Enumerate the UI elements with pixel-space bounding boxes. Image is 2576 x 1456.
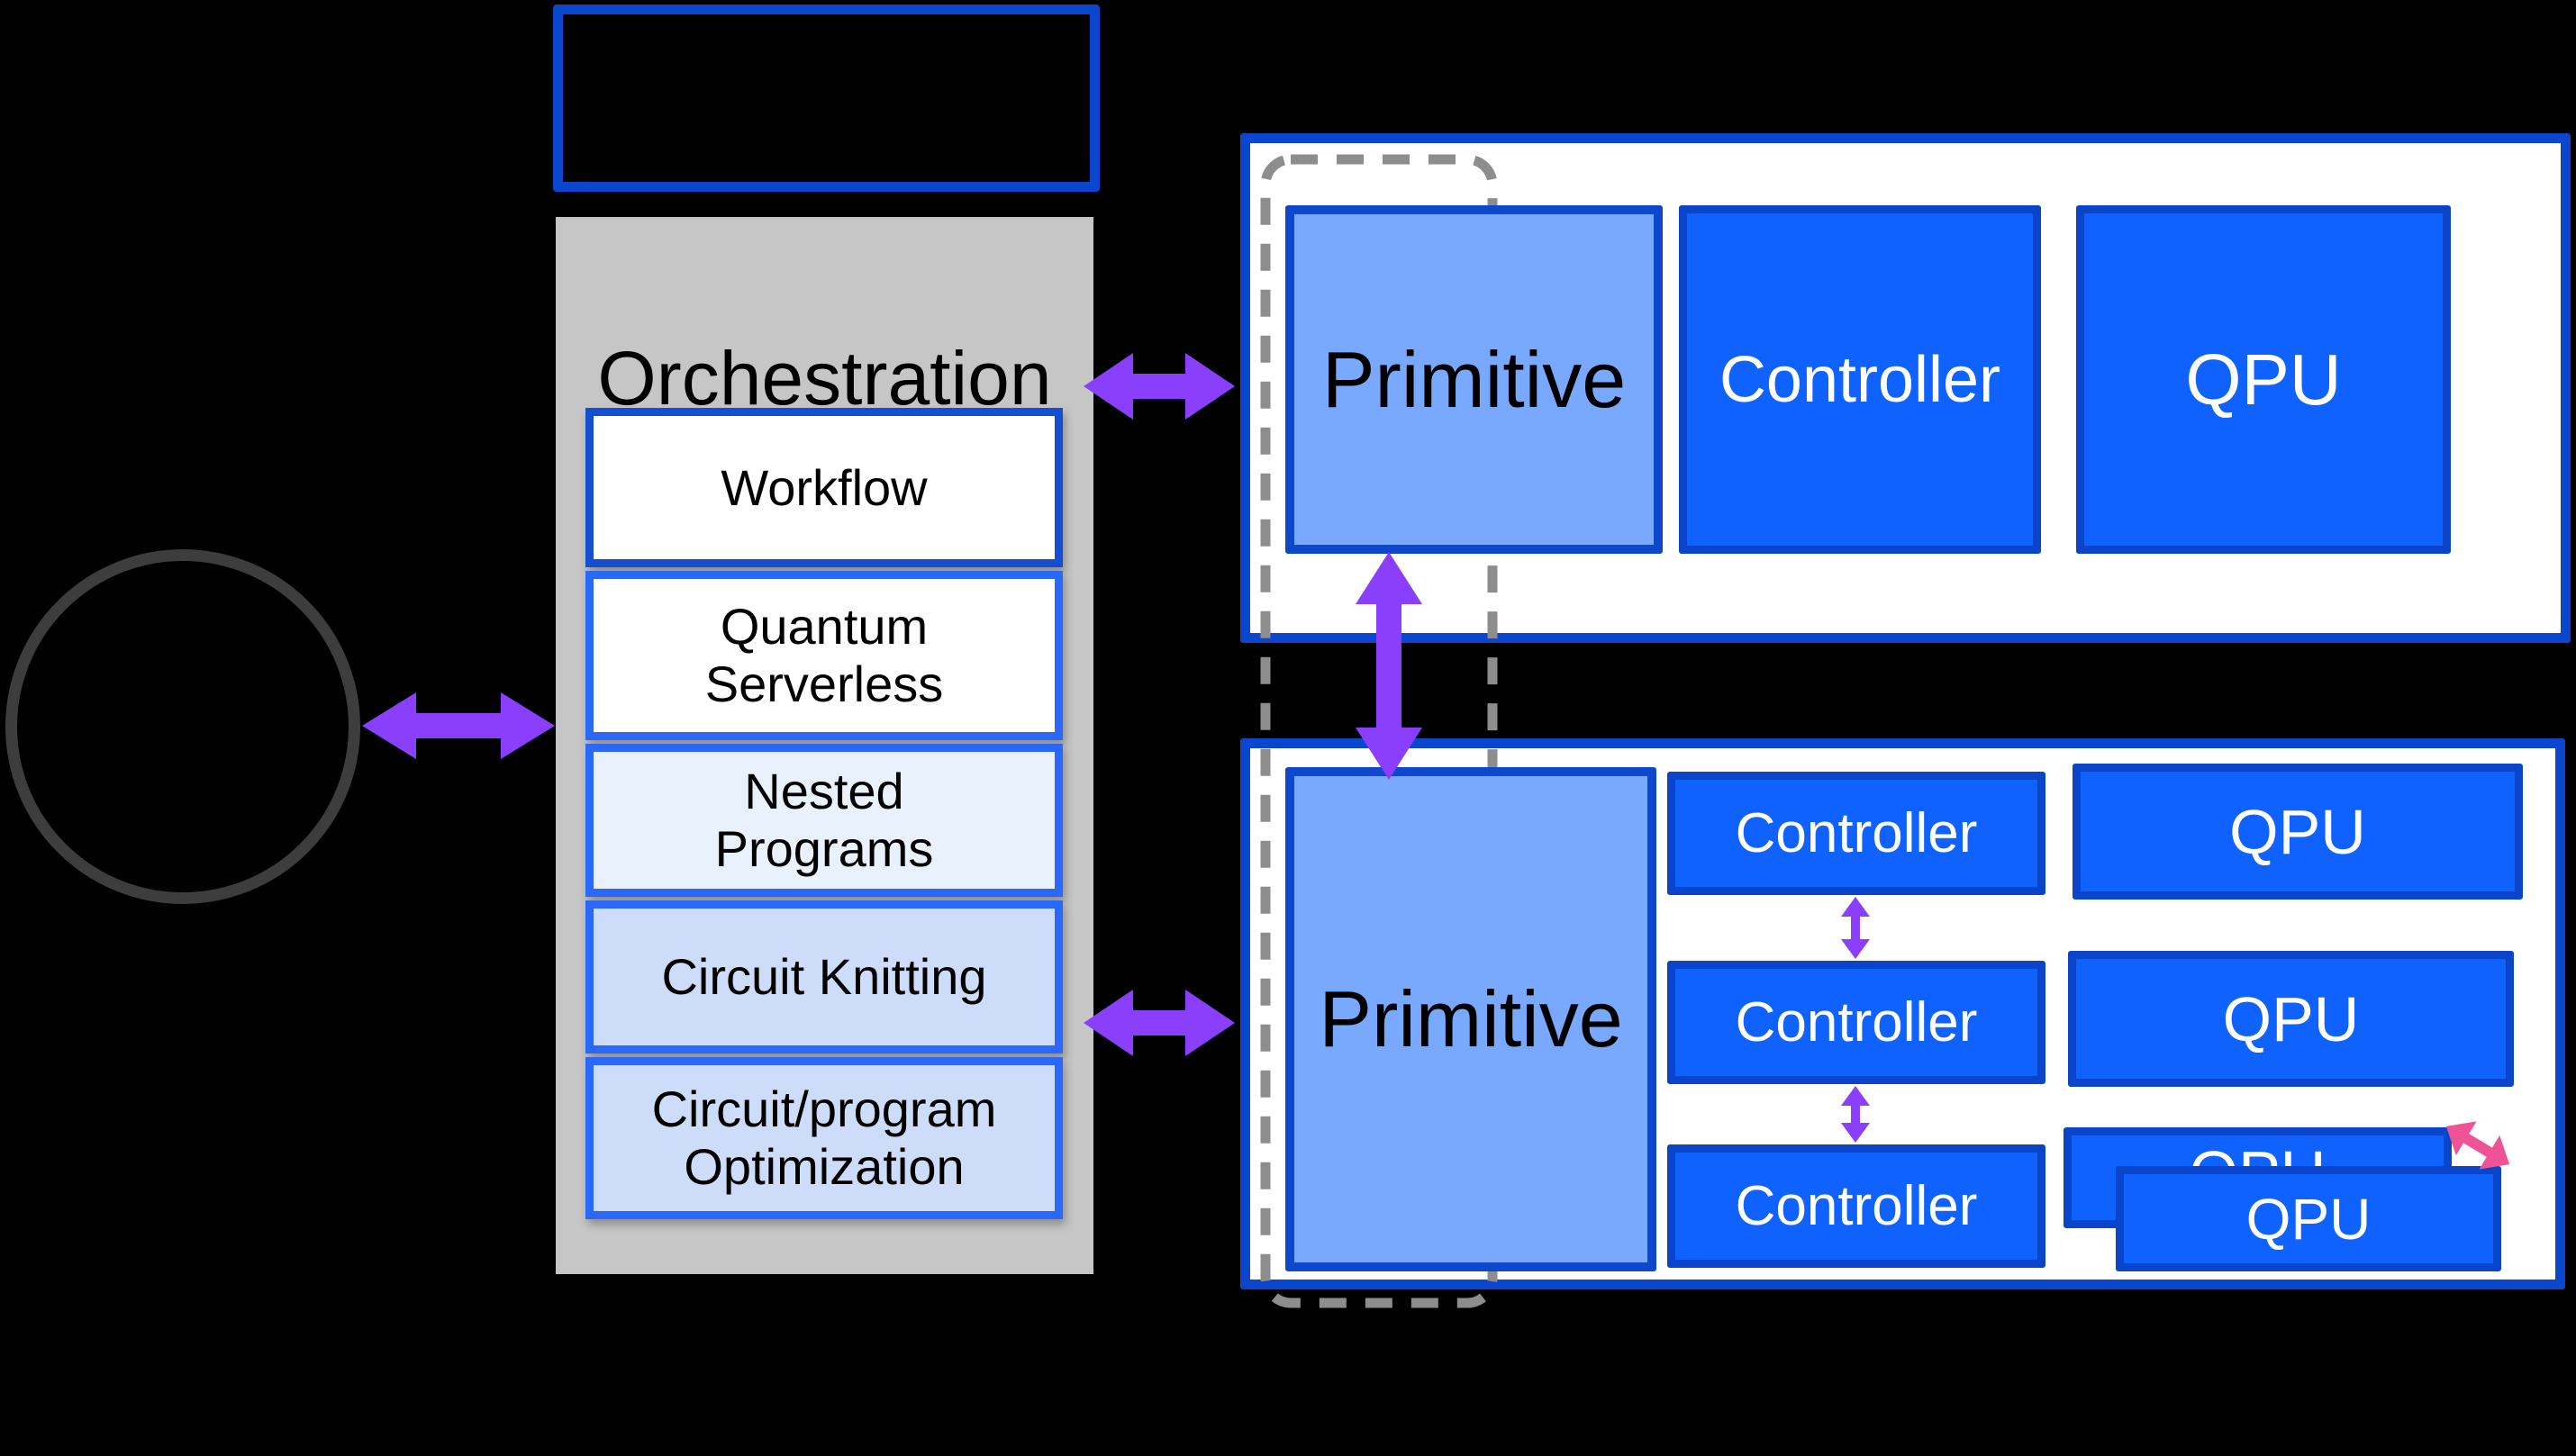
- legend-box: [553, 5, 1100, 192]
- orchestration-item-label: Circuit/program Optimization: [651, 1081, 997, 1195]
- arrow-orchestration-to-runtime-bottom: [1084, 990, 1235, 1056]
- controller-box-top: Controller: [1679, 205, 2041, 554]
- qpu-label: QPU: [2185, 339, 2342, 420]
- arrow-orchestration-to-runtime-top: [1084, 353, 1235, 420]
- orchestration-item-nested-programs: Nested Programs: [585, 744, 1063, 897]
- orchestration-item-circuit-knitting: Circuit Knitting: [585, 900, 1063, 1054]
- orchestration-title: Orchestration: [597, 336, 1052, 421]
- arrow-primitive-to-primitive: [1356, 552, 1422, 780]
- qpu-label: QPU: [2229, 796, 2366, 867]
- primitive-label: Primitive: [1321, 334, 1627, 424]
- orchestration-item-workflow: Workflow: [585, 408, 1063, 567]
- qpu-label: QPU: [2245, 1186, 2372, 1252]
- primitive-box-bottom: Primitive: [1285, 767, 1656, 1271]
- orchestration-item-quantum-serverless: Quantum Serverless: [585, 571, 1063, 740]
- orchestration-item-label: Quantum Serverless: [704, 598, 944, 712]
- user-circle: [5, 549, 360, 904]
- arrow-controller-link-2: [1841, 1086, 1870, 1143]
- controller-label: Controller: [1719, 343, 2001, 416]
- orchestration-item-label: Nested Programs: [714, 763, 934, 877]
- arrow-controller-link-1: [1841, 897, 1870, 959]
- controller-row-1: Controller: [1667, 772, 2045, 895]
- qpu-row-3-front: QPU: [2116, 1166, 2501, 1271]
- controller-row-2: Controller: [1667, 961, 2045, 1084]
- orchestration-item-circuit-program-optimization: Circuit/program Optimization: [585, 1057, 1063, 1219]
- arrow-qpu-to-qpu: [2445, 1121, 2510, 1170]
- arrow-user-to-orchestration: [362, 692, 555, 759]
- controller-label: Controller: [1735, 1175, 1978, 1237]
- controller-label: Controller: [1735, 802, 1978, 864]
- orchestration-item-label: Workflow: [721, 458, 928, 516]
- session-dashed-outline: [1260, 154, 1498, 1308]
- qpu-row-2: QPU: [2068, 951, 2514, 1087]
- controller-label: Controller: [1735, 991, 1978, 1054]
- qpu-row-1: QPU: [2073, 764, 2523, 900]
- primitive-box-top: Primitive: [1285, 205, 1663, 554]
- primitive-label: Primitive: [1319, 974, 1623, 1063]
- qpu-label: QPU: [2222, 983, 2360, 1054]
- orchestration-item-label: Circuit Knitting: [661, 948, 987, 1006]
- qpu-box-top: QPU: [2076, 205, 2451, 554]
- controller-row-3: Controller: [1667, 1144, 2045, 1268]
